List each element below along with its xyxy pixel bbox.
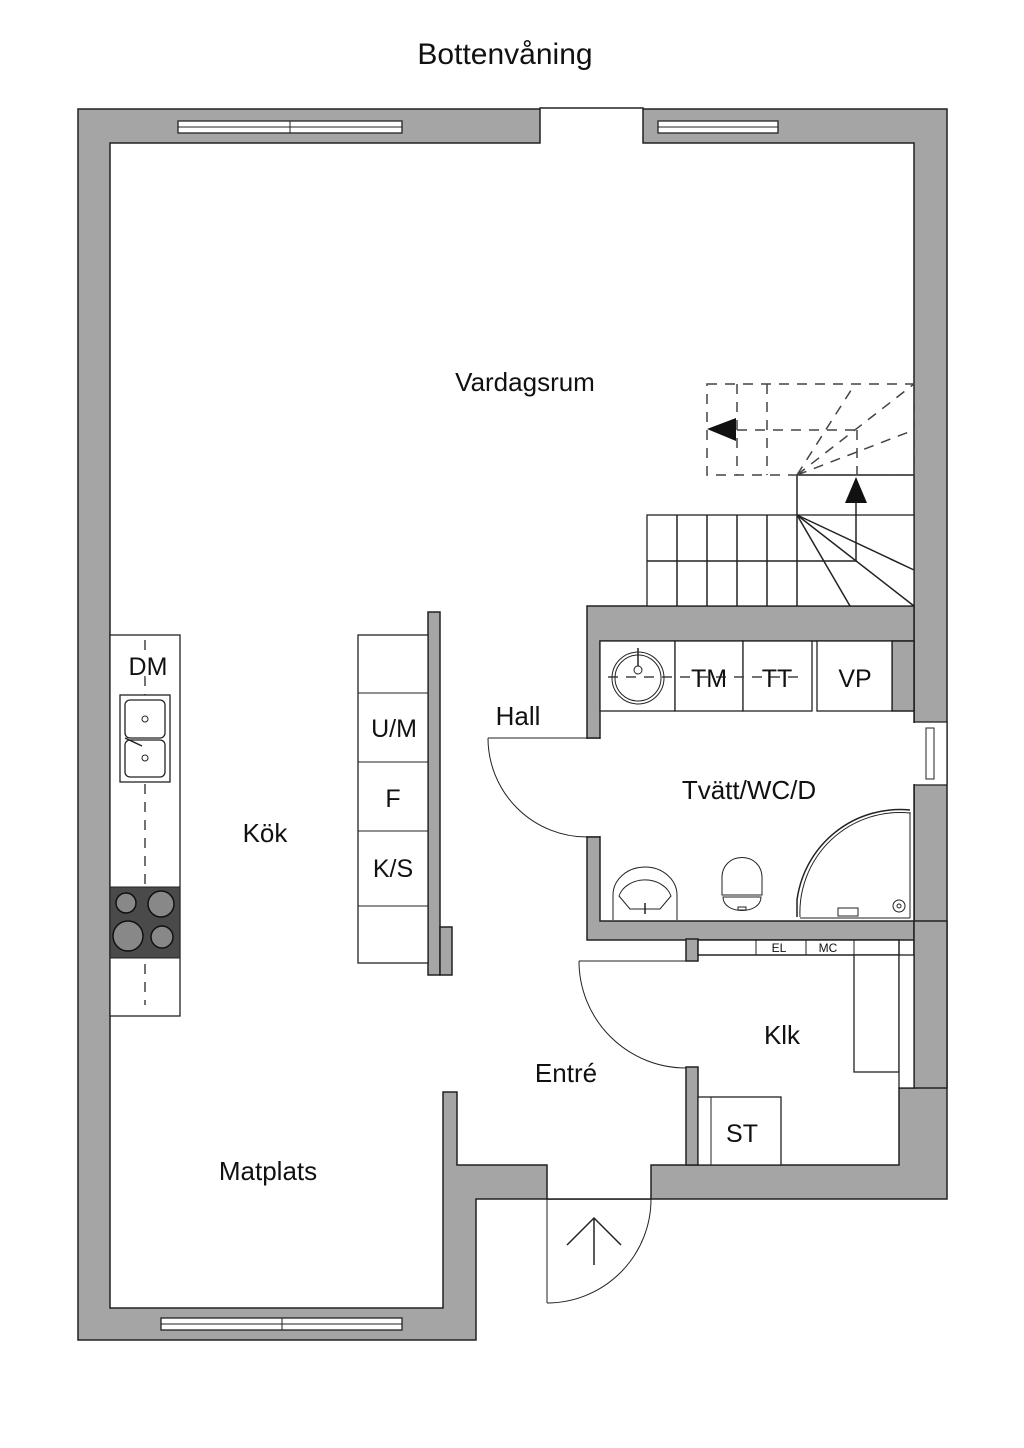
shower-icon bbox=[796, 808, 911, 919]
stair-up-arrow-icon bbox=[845, 477, 867, 503]
room-label-entrance: Entré bbox=[535, 1058, 597, 1088]
freezer-label: F bbox=[385, 785, 400, 813]
room-label-kitchen: Kök bbox=[243, 818, 289, 848]
entry-arrow-icon bbox=[566, 1216, 622, 1265]
room-label-living: Vardagsrum bbox=[455, 367, 595, 397]
media-central-label: MC bbox=[819, 941, 838, 955]
interior-floor bbox=[109, 107, 915, 1309]
storage-cabinet: ST bbox=[697, 1096, 782, 1166]
dishwasher-label: DM bbox=[129, 653, 168, 681]
heat-pump-label: VP bbox=[838, 665, 871, 693]
closet-door[interactable] bbox=[578, 960, 687, 1069]
closet-shelf bbox=[697, 939, 900, 956]
hall-door[interactable] bbox=[487, 737, 588, 838]
washbasin-icon bbox=[612, 866, 678, 920]
washer-label: TM bbox=[691, 665, 727, 693]
oven-micro-label: U/M bbox=[371, 715, 417, 743]
window-top-left bbox=[177, 120, 403, 134]
entry-opening bbox=[548, 1160, 650, 1198]
storage-label: ST bbox=[726, 1120, 758, 1148]
toilet-icon bbox=[721, 857, 763, 911]
room-label-hall: Hall bbox=[496, 701, 541, 731]
kitchen-tall-cabinets: U/M F K/S bbox=[357, 611, 453, 976]
room-label-closet: Klk bbox=[764, 1020, 801, 1050]
kitchen-counter: DM bbox=[109, 634, 181, 1017]
window-laundry bbox=[913, 721, 948, 786]
fridge-freezer-label: K/S bbox=[373, 855, 413, 883]
dryer-label: TT bbox=[762, 665, 793, 693]
window-bottom bbox=[160, 1317, 403, 1331]
room-label-dining: Matplats bbox=[219, 1156, 317, 1186]
plan-title: Bottenvåning bbox=[417, 38, 592, 71]
hob-icon bbox=[109, 886, 181, 959]
staircase bbox=[646, 383, 915, 607]
electrical-label: EL bbox=[772, 941, 787, 955]
laundry-appliances: TM TT VP bbox=[599, 640, 893, 712]
room-label-laundry: Tvätt/WC/D bbox=[682, 775, 816, 805]
stair-down-arrow-icon bbox=[707, 418, 736, 441]
closet-wardrobe bbox=[853, 954, 900, 1073]
washbasin-round-icon bbox=[611, 648, 665, 705]
window-top-right bbox=[657, 120, 779, 134]
entry-door[interactable] bbox=[546, 1198, 652, 1304]
sink-icon bbox=[119, 694, 171, 783]
